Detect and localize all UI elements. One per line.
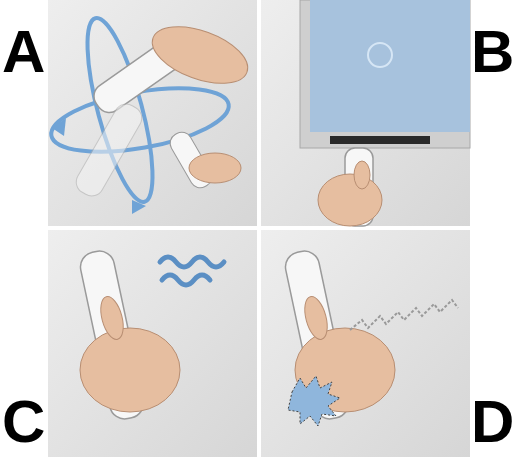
thumb xyxy=(354,161,370,189)
panel-background xyxy=(261,230,470,457)
arrow-head xyxy=(132,200,146,214)
sensor-bar xyxy=(330,136,430,144)
panel-letter: D xyxy=(471,392,514,452)
sound-effect xyxy=(160,257,224,285)
panel-letter: B xyxy=(471,22,514,82)
hand xyxy=(80,328,180,412)
pointer-cursor xyxy=(368,43,392,67)
thumb xyxy=(97,294,128,342)
hand xyxy=(189,153,241,183)
monitor-screen xyxy=(310,0,470,132)
panel-background xyxy=(48,230,257,457)
arrow-head xyxy=(52,118,66,136)
panel-letter: C xyxy=(2,392,45,452)
panel-letter: A xyxy=(2,22,45,82)
hand xyxy=(145,15,255,94)
thumb xyxy=(301,294,332,342)
panel-background xyxy=(261,0,470,226)
wii-remote-ghost xyxy=(72,100,146,201)
sound-burst xyxy=(288,376,340,426)
monitor-bezel xyxy=(300,0,470,148)
hand xyxy=(318,174,382,226)
rumble-line xyxy=(350,300,458,330)
